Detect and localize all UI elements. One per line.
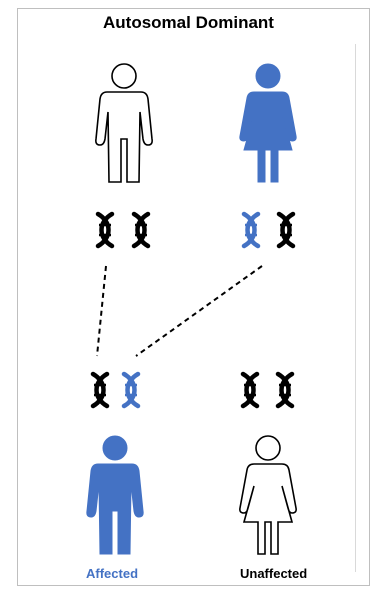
female-figure-icon (239, 63, 297, 183)
dna-icon (93, 374, 107, 406)
male-figure-icon (95, 63, 153, 183)
male-figure-icon (86, 435, 144, 555)
daughter-dna-pair (243, 374, 292, 406)
inheritance-line-mother (135, 265, 263, 357)
female-figure-icon (239, 435, 297, 555)
divider-line (355, 44, 356, 572)
mother-figure (239, 63, 297, 183)
dna-icon (278, 374, 292, 406)
diagram-frame (17, 8, 370, 586)
father-figure (95, 63, 153, 183)
dna-icon (279, 214, 293, 246)
dna-icon-blue (244, 214, 258, 246)
mother-dna-pair (244, 214, 293, 246)
dna-icon-blue (124, 374, 138, 406)
unaffected-label: Unaffected (240, 566, 308, 581)
son-dna-pair (93, 374, 138, 406)
dna-icon (243, 374, 257, 406)
affected-label: Affected (86, 566, 139, 581)
inheritance-line-father (96, 265, 107, 357)
dna-icon (98, 214, 112, 246)
father-dna-pair (98, 214, 148, 246)
son-figure (86, 435, 144, 555)
daughter-figure (239, 435, 297, 555)
diagram-title: Autosomal Dominant (103, 13, 274, 32)
dna-icon (134, 214, 148, 246)
